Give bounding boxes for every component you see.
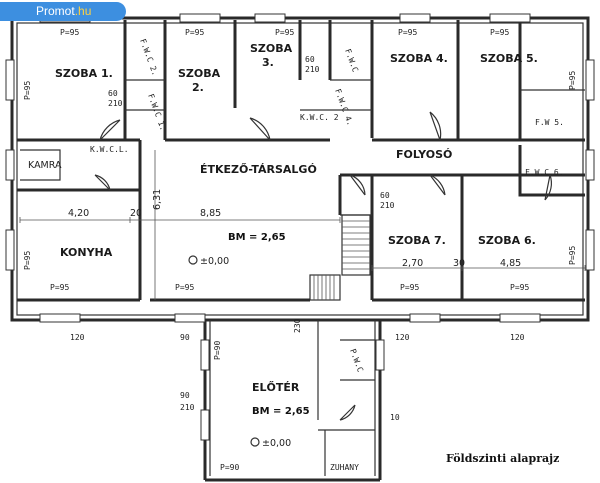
elevation-main: ±0,00 — [200, 256, 229, 267]
dim-120-left: 120 — [70, 333, 85, 342]
label-szoba-6: SZOBA 6. — [478, 234, 536, 247]
brand-tld: .hu — [74, 4, 92, 18]
dim-60-a: 60 — [108, 89, 118, 98]
dim-p95-left-1: P=95 — [23, 81, 32, 100]
label-fwc-6: F.W.C 6. — [525, 168, 564, 177]
dim-90-eloter: 90 — [180, 391, 190, 400]
dim-20: 20 — [130, 208, 142, 219]
label-szoba-3-num: 3. — [262, 56, 274, 69]
dim-30: 30 — [453, 258, 465, 269]
staircase — [309, 214, 371, 301]
label-eloter: ELŐTÉR — [252, 380, 300, 394]
dim-210-eloter: 210 — [180, 403, 195, 412]
dim-120-right: 120 — [510, 333, 525, 342]
dim-631: 6,31 — [152, 189, 163, 210]
dim-p90-eloter: P=90 — [220, 463, 239, 472]
label-szoba-4: SZOBA 4. — [390, 52, 448, 65]
dim-210-a: 210 — [108, 99, 123, 108]
dim-p95-szoba1: P=95 — [60, 28, 79, 37]
plan-caption: Földszinti alaprajz — [446, 452, 560, 465]
label-folyoso: FOLYOSÓ — [396, 148, 452, 161]
label-szoba-2: SZOBA — [178, 67, 221, 80]
label-konyha: KONYHA — [60, 246, 113, 259]
dim-p95-etkezo: P=95 — [175, 283, 194, 292]
dim-p95-szoba3: P=95 — [275, 28, 294, 37]
label-kamra: KAMRA — [28, 160, 62, 171]
label-etkezo-tarsalgo: ÉTKEZŐ-TÁRSALGÓ — [200, 162, 317, 176]
dim-p95-szoba7: P=95 — [400, 283, 419, 292]
dim-230: 230 — [293, 318, 302, 333]
dim-120-hall: 120 — [395, 333, 410, 342]
doors — [94, 111, 552, 421]
dim-10-hall: 10 — [390, 413, 400, 422]
dim-p95-right-1: P=95 — [568, 71, 577, 90]
label-szoba-1: SZOBA 1. — [55, 67, 113, 80]
dim-p95-left-2: P=95 — [23, 251, 32, 270]
dim-210-b: 210 — [305, 65, 320, 74]
dim-485: 4,85 — [500, 258, 521, 269]
dim-60-c: 60 — [380, 191, 390, 200]
level-main: BM = 2,65 — [228, 232, 286, 243]
dim-p95-szoba6: P=95 — [510, 283, 529, 292]
elevation-hall: ±0,00 — [262, 438, 291, 449]
dim-p95-szoba2: P=95 — [185, 28, 204, 37]
label-szoba-5: SZOBA 5. — [480, 52, 538, 65]
interior-walls — [17, 20, 585, 476]
label-kwc-2: K.W.C. 2 — [300, 113, 339, 122]
dimension-lines — [19, 150, 586, 447]
dim-p95-konyha: P=95 — [50, 283, 69, 292]
dim-p95-szoba4: P=95 — [398, 28, 417, 37]
dim-885: 8,85 — [200, 208, 221, 219]
dim-210-c: 210 — [380, 201, 395, 210]
label-szoba-7: SZOBA 7. — [388, 234, 446, 247]
dim-270: 2,70 — [402, 258, 423, 269]
label-fwc-2: F.W.C 2. — [138, 38, 160, 77]
dim-420: 4,20 — [68, 208, 89, 219]
promot-logo-badge[interactable]: Promot.hu — [0, 2, 126, 21]
label-szoba-3: SZOBA — [250, 42, 293, 55]
brand-name: Promot — [36, 4, 75, 18]
dim-p95-right-2: P=95 — [568, 246, 577, 265]
level-hall: BM = 2,65 — [252, 406, 310, 417]
dim-p90-left: P=90 — [213, 341, 222, 360]
dim-60-b: 60 — [305, 55, 315, 64]
label-fwc-top: F.W.C — [343, 48, 360, 74]
dim-p95-szoba5: P=95 — [490, 28, 509, 37]
label-pwc: P.W.C — [348, 348, 365, 374]
dim-90-bottom: 90 — [180, 333, 190, 342]
label-zuhany: ZUHANY — [330, 463, 359, 472]
label-kwcl: K.W.C.L. — [90, 145, 129, 154]
label-fw-5: F.W 5. — [535, 118, 564, 127]
label-szoba-2-num: 2. — [192, 81, 204, 94]
